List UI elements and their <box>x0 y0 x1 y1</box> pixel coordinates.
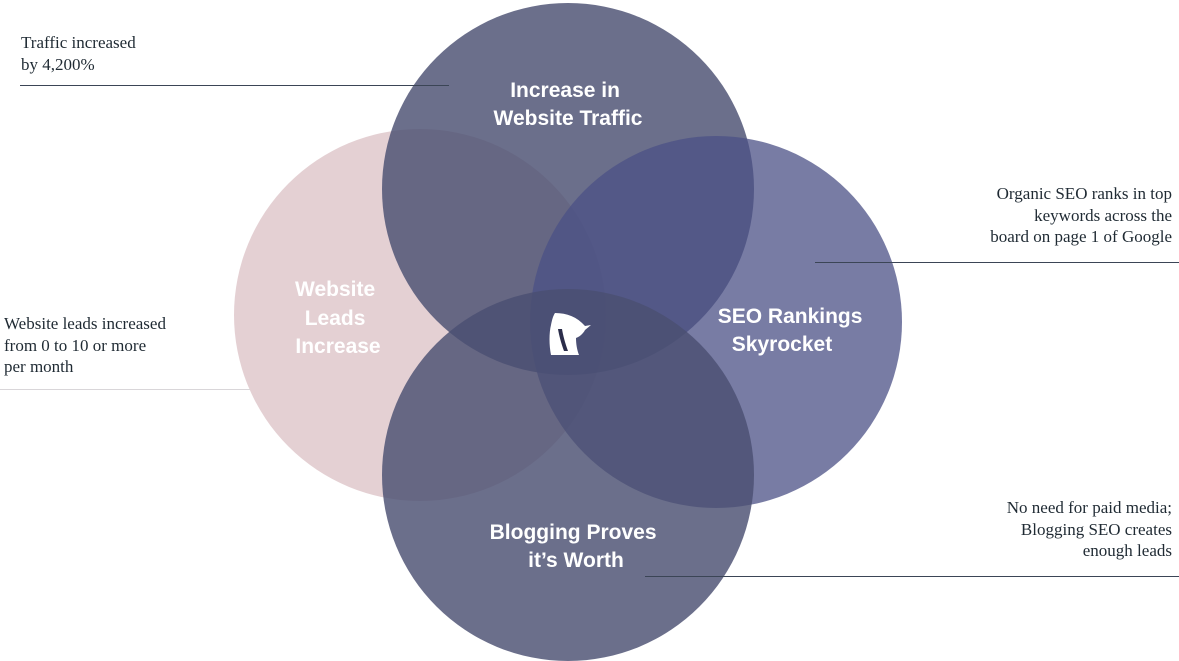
rule-blogging <box>645 576 1179 577</box>
label-website-traffic: Increase in Website Traffic <box>494 79 643 130</box>
circle-blogging <box>382 289 754 661</box>
label-website-leads: Website Leads Increase <box>295 278 381 358</box>
label-website-leads-line-3: Increase <box>295 335 380 358</box>
label-website-traffic-line-1: Increase in <box>510 79 620 102</box>
label-website-leads-line-1: Website <box>295 278 375 301</box>
knight-logo-icon <box>549 313 591 355</box>
note-leads-line-2: from 0 to 10 or more <box>4 335 147 355</box>
rule-leads <box>0 389 250 390</box>
note-blogging-line-1: No need for paid media; <box>1006 498 1172 517</box>
note-blogging-line-2: Blogging SEO creates <box>1020 519 1172 539</box>
note-seo-line-1: Organic SEO ranks in top <box>996 184 1172 203</box>
label-website-traffic-line-2: Website Traffic <box>494 107 643 130</box>
rule-seo <box>815 262 1179 263</box>
label-website-leads-line-2: Leads <box>305 307 366 330</box>
label-seo-rankings-line-1: SEO Rankings <box>718 305 863 328</box>
note-leads: Website leads increased from 0 to 10 or … <box>4 313 166 378</box>
note-seo-line-3: board on page 1 of Google <box>990 227 1172 246</box>
note-leads-line-3: per month <box>4 357 74 376</box>
note-traffic: Traffic increased by 4,200% <box>21 32 136 75</box>
rule-traffic <box>20 85 449 86</box>
label-blogging: Blogging Proves it’s Worth <box>490 521 663 572</box>
label-blogging-line-1: Blogging Proves <box>490 521 657 544</box>
note-seo-line-2: keywords across the <box>1034 205 1172 225</box>
label-seo-rankings: SEO Rankings Skyrocket <box>718 305 869 356</box>
note-traffic-line-1: Traffic increased <box>21 33 136 52</box>
note-blogging-line-3: enough leads <box>1082 541 1172 560</box>
label-seo-rankings-line-2: Skyrocket <box>732 333 832 356</box>
note-blogging: No need for paid media; Blogging SEO cre… <box>1007 497 1172 562</box>
label-blogging-line-2: it’s Worth <box>528 549 624 572</box>
note-traffic-line-2: by 4,200% <box>21 54 95 74</box>
note-seo: Organic SEO ranks in top keywords across… <box>990 183 1172 248</box>
note-leads-line-1: Website leads increased <box>4 314 166 333</box>
